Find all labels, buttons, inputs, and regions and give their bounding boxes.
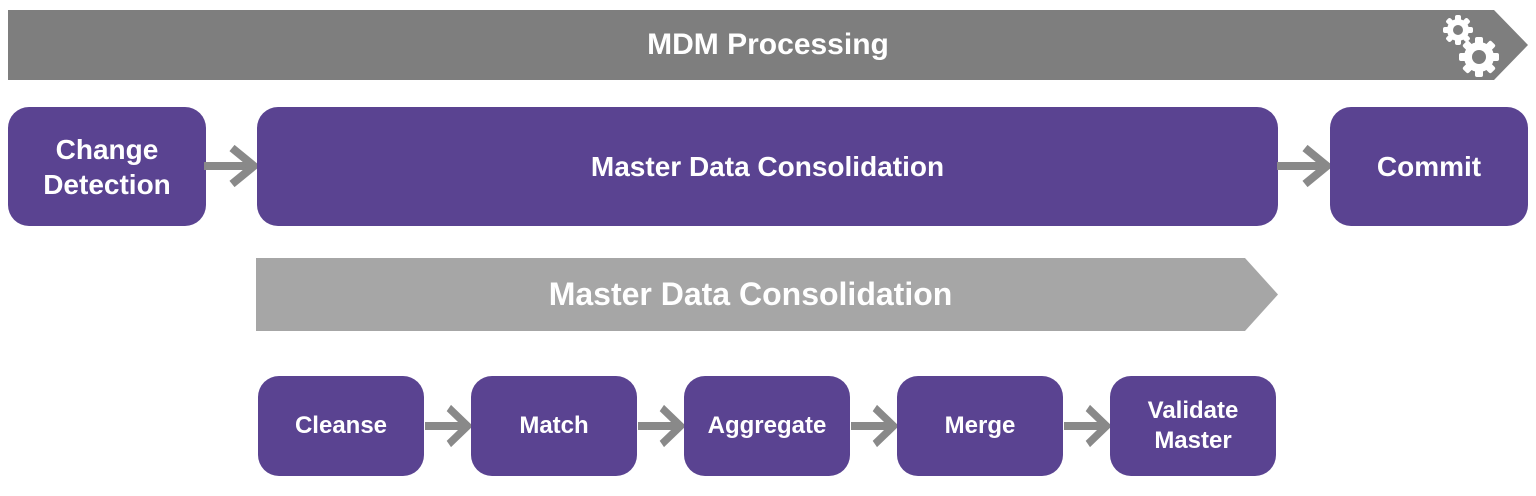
node-label: Change Detection	[43, 133, 171, 200]
gears-icon	[1408, 10, 1518, 80]
node-commit: Commit	[1330, 107, 1528, 226]
arrow-right-icon	[204, 144, 258, 188]
node-label: Commit	[1376, 151, 1482, 182]
node-label: Master Data Consolidation	[590, 151, 945, 182]
node-cleanse: Cleanse	[258, 376, 424, 476]
header-title: MDM Processing	[647, 28, 889, 61]
arrow-right-icon	[1064, 404, 1110, 448]
node-merge: Merge	[897, 376, 1063, 476]
node-label: Merge	[944, 412, 1016, 439]
header-banner: MDM Processing	[8, 10, 1528, 80]
node-label: Match	[519, 412, 589, 439]
arrow-right-icon	[425, 404, 471, 448]
node-label: Validate Master	[1147, 397, 1239, 454]
node-change-detection: Change Detection	[8, 107, 206, 226]
node-label: Cleanse	[294, 412, 388, 439]
sub-process-banner: Master Data Consolidation	[256, 258, 1278, 331]
arrow-right-icon	[638, 404, 684, 448]
sub-banner-title: Master Data Consolidation	[548, 276, 953, 312]
node-master-data-consolidation: Master Data Consolidation	[257, 107, 1278, 226]
node-label: Aggregate	[707, 412, 827, 439]
node-aggregate: Aggregate	[684, 376, 850, 476]
arrow-right-icon	[1277, 144, 1331, 188]
arrow-right-icon	[851, 404, 897, 448]
node-validate-master: Validate Master	[1110, 376, 1276, 476]
node-match: Match	[471, 376, 637, 476]
